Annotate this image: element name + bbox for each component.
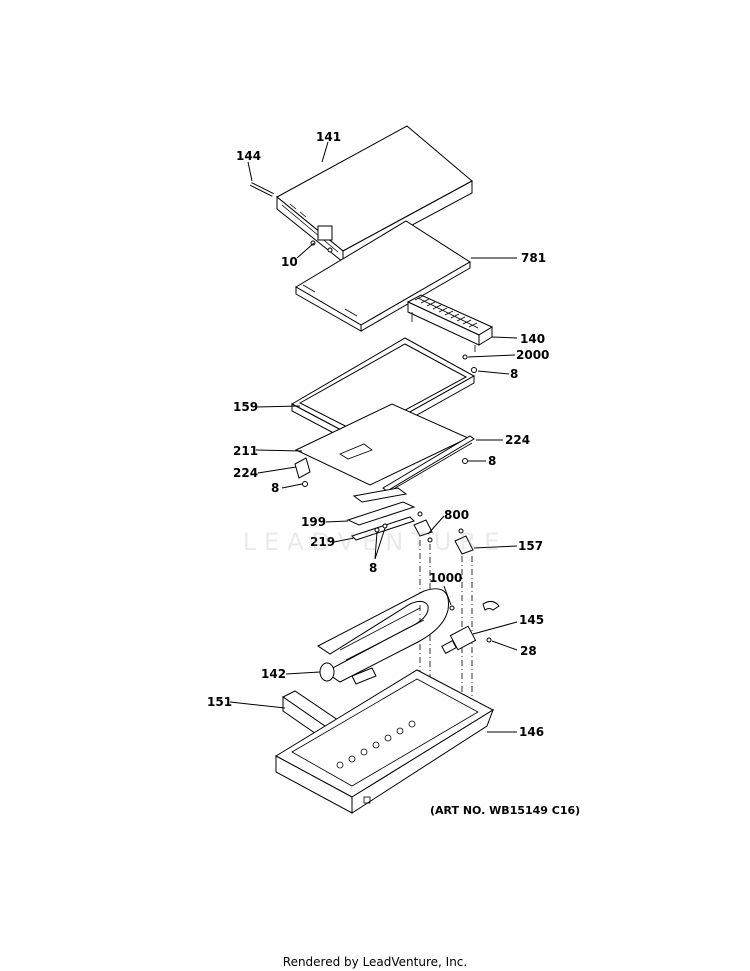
part-219-rail: [351, 516, 415, 541]
part-224-rail-left: [294, 457, 311, 479]
callout-10: 10: [281, 255, 298, 269]
callout-199: 199: [301, 515, 326, 529]
callout-28: 28: [520, 644, 537, 658]
part-800-bracket: [413, 511, 433, 543]
part-159-griddle-pan: [290, 337, 476, 448]
callout-157: 157: [518, 539, 543, 553]
callout-1000: 1000: [429, 571, 462, 585]
part-10-clip: [310, 225, 333, 253]
callout-145: 145: [519, 613, 544, 627]
callout-141: 141: [316, 130, 341, 144]
callout-8-b: 8: [488, 454, 496, 468]
callout-144: 144: [236, 149, 261, 163]
callout-2000: 2000: [516, 348, 549, 362]
leader-lines: [229, 141, 518, 733]
callout-8-c: 8: [271, 481, 279, 495]
callout-211: 211: [233, 444, 258, 458]
callout-219: 219: [310, 535, 335, 549]
part-199-rail: [346, 487, 416, 526]
callout-labels: 141 144 10 781 140 2000 8 159 211 224 22…: [207, 130, 549, 739]
part-144-rod: [250, 182, 274, 197]
callout-151: 151: [207, 695, 232, 709]
footer-credit: Rendered by LeadVenture, Inc.: [282, 955, 468, 969]
art-number: (ART NO. WB15149 C16): [430, 804, 581, 817]
part-781-plate: [295, 220, 471, 332]
part-1000-screw: [449, 605, 455, 611]
part-8-screw-d2: [382, 523, 388, 529]
callout-224-right: 224: [505, 433, 530, 447]
callout-142: 142: [261, 667, 286, 681]
part-157-bracket: [454, 528, 474, 555]
part-8-screw-a: [471, 367, 477, 373]
part-8-screw-c: [302, 481, 308, 487]
part-146-burner-box: [274, 669, 495, 814]
callout-140: 140: [520, 332, 545, 346]
callout-8-a: 8: [510, 367, 518, 381]
part-145-clip: [482, 600, 500, 611]
part-8-screw-d1: [374, 527, 380, 533]
part-142-burner: [317, 588, 449, 685]
callout-159: 159: [233, 400, 258, 414]
part-8-screw-b: [462, 458, 468, 464]
callout-800: 800: [444, 508, 469, 522]
callout-146: 146: [519, 725, 544, 739]
callout-781: 781: [521, 251, 546, 265]
callout-8-d: 8: [369, 561, 377, 575]
part-145-valve: [441, 625, 492, 655]
part-140-bracket: [406, 294, 494, 352]
part-2000-washer: [462, 354, 468, 360]
callout-224-left: 224: [233, 466, 258, 480]
